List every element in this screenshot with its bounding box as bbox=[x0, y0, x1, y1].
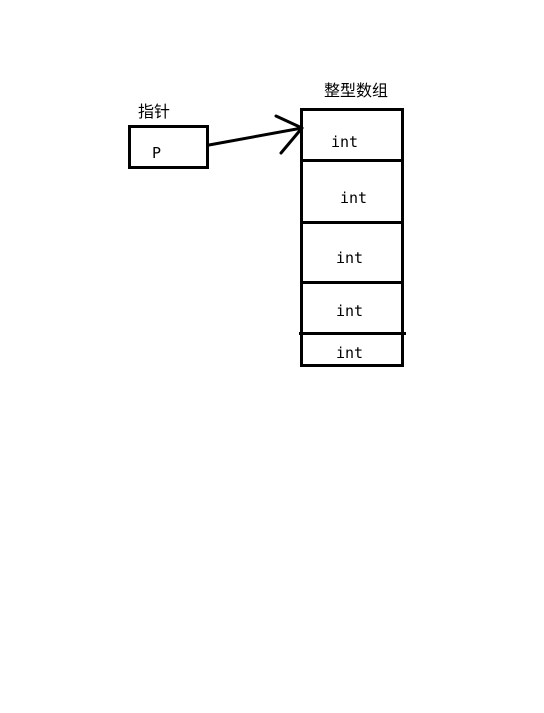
array-cell-label: int bbox=[336, 302, 364, 320]
pointer-box bbox=[128, 125, 209, 169]
cell-divider bbox=[300, 281, 404, 284]
cell-divider bbox=[299, 332, 406, 335]
pointer-value: P bbox=[152, 144, 162, 162]
pointer-caption: 指针 bbox=[138, 102, 171, 121]
cell-divider bbox=[300, 159, 404, 162]
array-cell-label: int bbox=[340, 189, 368, 207]
arrow-head bbox=[274, 114, 304, 155]
array-cell-label: int bbox=[331, 133, 359, 151]
array-cell-label: int bbox=[336, 249, 364, 267]
arrow-shaft bbox=[207, 126, 304, 147]
cell-divider bbox=[300, 221, 404, 224]
array-cell-label: int bbox=[336, 344, 364, 362]
array-caption: 整型数组 bbox=[324, 81, 389, 100]
array-box bbox=[300, 108, 404, 367]
